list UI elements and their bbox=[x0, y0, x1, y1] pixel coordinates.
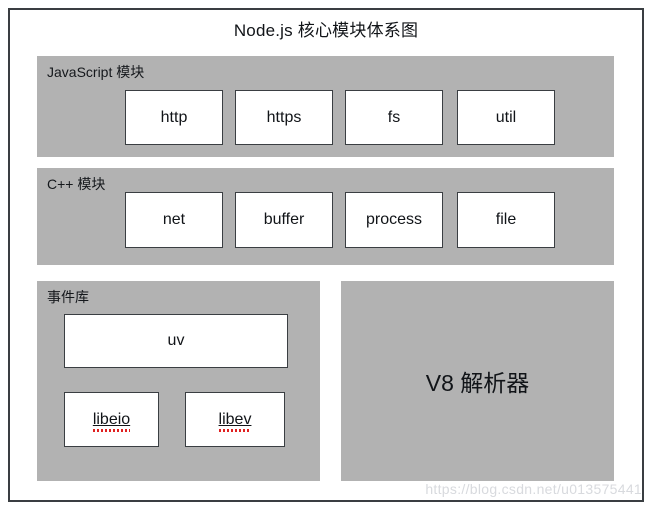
module-box-process[interactable]: process bbox=[345, 192, 443, 248]
module-box-https[interactable]: https bbox=[235, 90, 333, 145]
module-label-libev: libev bbox=[218, 410, 252, 432]
module-box-libeio[interactable]: libeio bbox=[64, 392, 159, 447]
panel-label-javascript-modules: JavaScript 模块 bbox=[47, 64, 145, 80]
panel-heading-v8-engine: V8 解析器 bbox=[425, 370, 530, 396]
watermark-url: https://blog.csdn.net/u013575441 bbox=[425, 481, 642, 497]
panel-event-library: 事件库 uv libeio libev bbox=[37, 281, 320, 481]
module-box-http[interactable]: http bbox=[125, 90, 223, 145]
module-box-net[interactable]: net bbox=[125, 192, 223, 248]
module-box-file[interactable]: file bbox=[457, 192, 555, 248]
module-box-libev[interactable]: libev bbox=[185, 392, 285, 447]
panel-javascript-modules: JavaScript 模块 http https fs util bbox=[37, 56, 614, 157]
panel-label-cpp-modules: C++ 模块 bbox=[47, 176, 106, 192]
diagram-title: Node.js 核心模块体系图 bbox=[233, 21, 419, 40]
module-label-libeio: libeio bbox=[92, 410, 131, 432]
module-box-buffer[interactable]: buffer bbox=[235, 192, 333, 248]
panel-v8-engine: V8 解析器 bbox=[341, 281, 614, 481]
panel-label-event-library: 事件库 bbox=[47, 289, 89, 305]
panel-cpp-modules: C++ 模块 net buffer process file bbox=[37, 168, 614, 265]
module-box-uv[interactable]: uv bbox=[64, 314, 288, 368]
module-box-util[interactable]: util bbox=[457, 90, 555, 145]
module-box-fs[interactable]: fs bbox=[345, 90, 443, 145]
